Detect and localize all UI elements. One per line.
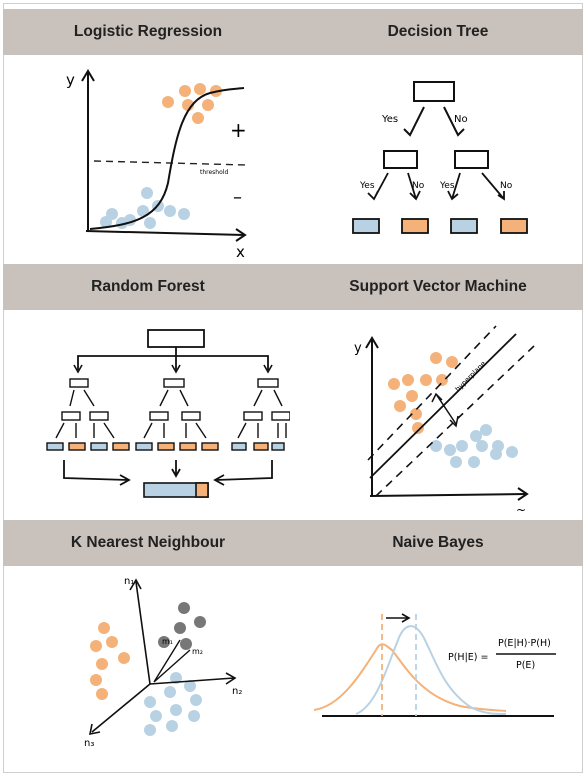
- svm-x-arrow: [517, 487, 529, 501]
- forest-vote-arrow-center: [171, 460, 181, 478]
- tree-root-node: [413, 81, 455, 102]
- leaf-orange-1: [401, 218, 429, 234]
- positive-class-label: +: [230, 118, 247, 142]
- knn-axis3-label: n₃: [84, 738, 94, 749]
- knn-axis2-label: n₂: [232, 686, 242, 697]
- section-header-2: Random Forest Support Vector Machine: [3, 264, 583, 310]
- random-forest-diagram: [46, 329, 290, 498]
- knn-m2-label: m₂: [192, 647, 203, 656]
- forest-vote-arrow-right: [213, 460, 273, 486]
- branch-arrow: [367, 172, 389, 201]
- svm-x-label: ~: [516, 503, 526, 517]
- svm-y-label: y: [354, 341, 362, 356]
- negative-class-label: –: [233, 187, 242, 208]
- forest-tree-2: [135, 378, 219, 451]
- tree-no-label-3: No: [500, 181, 513, 191]
- forest-tree-1: [46, 378, 130, 451]
- svm-margin-arrow: [431, 392, 459, 428]
- tree-right-node: [454, 150, 489, 169]
- forest-output-orange-segment: [195, 482, 209, 498]
- svm-blue-points: [430, 424, 518, 468]
- knn-axis1-label: n₁: [124, 576, 134, 587]
- logistic-x-label: x: [236, 243, 245, 261]
- knn-title: K Nearest Neighbour: [70, 534, 226, 551]
- branch-arrow: [481, 172, 505, 201]
- logistic-y-label: y: [66, 71, 75, 89]
- svm-y-arrow: [365, 336, 379, 349]
- bayes-numerator: P(E|H)·P(H): [498, 638, 551, 649]
- connector-arrowhead: [73, 364, 273, 374]
- tree-no-label-2: No: [412, 181, 425, 191]
- branch-arrow: [407, 172, 421, 201]
- forest-root-node: [147, 329, 205, 348]
- bayes-lhs: P(H|E) =: [448, 652, 488, 663]
- threshold-label: threshold: [200, 169, 228, 176]
- random-forest-title: Random Forest: [91, 278, 205, 295]
- knn-grey-points: [158, 602, 206, 650]
- leaf-blue-1: [352, 218, 380, 234]
- knn-axis-n1: [129, 578, 151, 685]
- tree-yes-label-2: Yes: [359, 181, 375, 191]
- leaf-blue-2: [450, 218, 478, 234]
- forest-vote-arrow-left: [63, 460, 131, 486]
- bayes-shift-arrow: [386, 613, 411, 623]
- logistic-orange-points: [162, 83, 222, 124]
- bayes-denominator: P(E): [516, 660, 535, 671]
- branch-arrow: [447, 172, 461, 201]
- svm-orange-points: [388, 352, 458, 434]
- knn-m1-label: m₁: [162, 637, 173, 646]
- knn-axis-n3: [88, 683, 151, 736]
- tree-yes-label-3: Yes: [439, 181, 455, 191]
- forest-tree-3: [231, 378, 290, 451]
- section-header-3: K Nearest Neighbour Naive Bayes: [3, 520, 583, 566]
- knn-blue-points: [144, 672, 202, 736]
- y-axis-arrow: [81, 69, 95, 82]
- leaf-orange-2: [500, 218, 528, 234]
- svm-title: Support Vector Machine: [349, 278, 527, 295]
- naive-bayes-title: Naive Bayes: [392, 534, 484, 551]
- svm-margin-upper: [367, 325, 497, 461]
- branch-arrow: [443, 106, 465, 137]
- tree-yes-label: Yes: [381, 114, 398, 125]
- threshold-line: [93, 160, 247, 166]
- svm-x-axis: [369, 493, 527, 497]
- naive-bayes-diagram: P(H|E) = P(E|H)·P(H) P(E): [313, 613, 556, 717]
- logistic-blue-points: [100, 187, 190, 229]
- x-axis: [85, 230, 245, 236]
- decision-tree-title: Decision Tree: [387, 23, 489, 40]
- svm-diagram: y ~ hyperplane: [354, 325, 535, 517]
- bayes-posterior-curve: [355, 625, 507, 715]
- tree-no-label: No: [454, 114, 468, 125]
- section-header-1: Logistic Regression Decision Tree: [3, 9, 583, 55]
- knn-axis-n2: [149, 672, 237, 685]
- x-axis-arrow: [235, 228, 247, 242]
- knn-neighbour-lines: [153, 639, 191, 683]
- sigmoid-curve: [89, 87, 245, 230]
- knn-diagram: n₁ n₂ n₃ m₁ m₂: [84, 576, 242, 749]
- tree-left-node: [383, 150, 418, 169]
- knn-orange-points: [90, 622, 130, 700]
- svm-hyperplane: [369, 333, 517, 479]
- logistic-regression-diagram: y x threshold + –: [66, 69, 247, 261]
- branch-arrow: [403, 106, 425, 137]
- decision-tree-diagram: Yes No Yes No Yes No: [352, 81, 528, 234]
- logistic-regression-title: Logistic Regression: [73, 23, 223, 40]
- forest-root-connector: [77, 347, 269, 370]
